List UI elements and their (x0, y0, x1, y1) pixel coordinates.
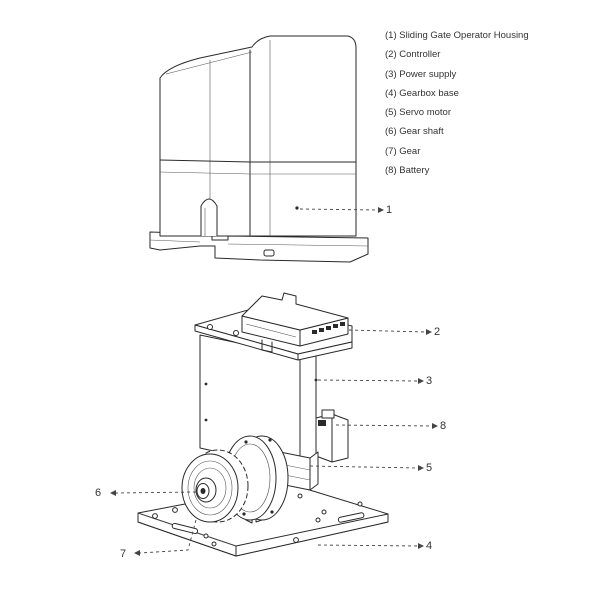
controller-drawing (194, 292, 353, 361)
battery-drawing (315, 409, 349, 463)
housing-drawing (149, 35, 369, 263)
legend-item-housing: (1) Sliding Gate Operator Housing (385, 30, 529, 41)
leader-lines (110, 207, 438, 556)
callout-4: 4 (426, 540, 433, 552)
legend-item-gear: (7) Gear (385, 145, 421, 157)
callout-8: 8 (440, 420, 447, 432)
legend-item-battery: (8) Battery (385, 165, 430, 177)
power-supply-drawing (199, 334, 318, 471)
legend-item-gearbox-base: (4) Gearbox base (385, 87, 459, 99)
callout-3: 3 (426, 375, 433, 387)
callout-1: 1 (386, 204, 393, 216)
callout-2: 2 (434, 326, 441, 338)
legend-item-servo-motor: (5) Servo motor (385, 107, 451, 119)
callout-6: 6 (95, 487, 102, 499)
callout-5: 5 (426, 462, 433, 474)
legend-item-gear-shaft: (6) Gear shaft (385, 126, 444, 138)
callout-7: 7 (120, 548, 127, 560)
legend-item-power-supply: (3) Power supply (385, 68, 457, 80)
legend-item-controller: (2) Controller (385, 49, 441, 61)
parts-legend: (1) Sliding Gate Operator Housing (2) Co… (385, 30, 529, 184)
gear-shaft-drawing (195, 477, 217, 503)
